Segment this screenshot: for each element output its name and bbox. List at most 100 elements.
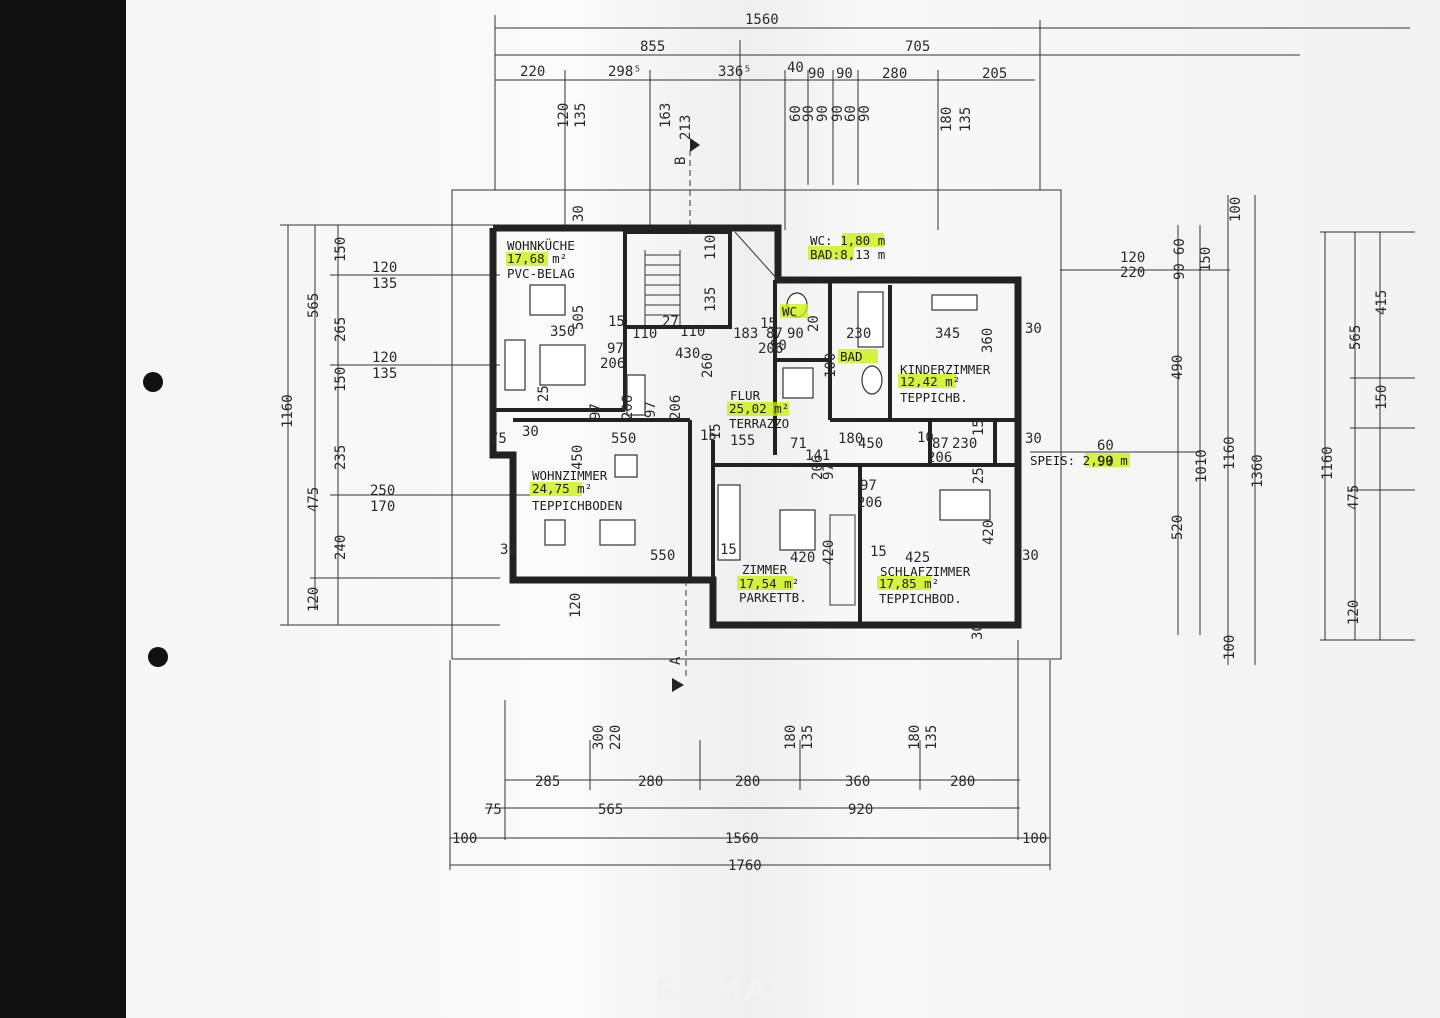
dim-interior-value: 15 — [700, 428, 717, 444]
dim-interior-value: 27 — [662, 314, 679, 330]
dim-interior-value: 30 — [1025, 321, 1042, 337]
room-flur: FLUR 25,02 m² TERRAZZO — [729, 388, 789, 431]
room-floor-wohnzimmer: TEPPICHBODEN — [532, 498, 622, 513]
area-highlights — [506, 233, 1130, 590]
dim-bottom-row3: 100 — [452, 831, 477, 847]
dim-right-vertical: 1360 — [1250, 454, 1266, 488]
dim-left-vertical: 565 — [306, 293, 322, 318]
dim-bottom-row1: 360 — [845, 774, 870, 790]
dim-interior-value: 180 — [838, 431, 863, 447]
room-floor-kinderzimmer: TEPPICHB. — [900, 390, 968, 405]
dim-right-horizontal: 90 — [1097, 454, 1114, 470]
room-name-wohnzimmer: WOHNZIMMER — [532, 468, 608, 483]
legend-speis: SPEIS: 2,99 m — [1030, 453, 1128, 468]
dimension-lines-top — [494, 15, 1410, 230]
dim-left-horizontal: 250 — [370, 483, 395, 499]
legend-wc: WC: 1,80 m — [810, 233, 885, 248]
section-marker-b: B — [673, 138, 700, 228]
dim-interior-value: 135 — [703, 287, 719, 312]
dim-interior-value: 425 — [905, 550, 930, 566]
dim-interior-value: 87 — [932, 436, 949, 452]
dim-right-horizontal: 120 — [1120, 250, 1145, 266]
dim-top-vertical: 60 — [843, 105, 859, 122]
dim-interior-value: 97 — [607, 341, 624, 357]
dim-top-row3: 90 — [808, 66, 825, 82]
room-area-zimmer: 17,54 m² — [739, 576, 799, 591]
dim-bottom-row1: 280 — [950, 774, 975, 790]
dim-interior-value: 97 — [643, 401, 659, 418]
dim-interior-value: 550 — [611, 431, 636, 447]
room-zimmer: ZIMMER 17,54 m² PARKETTB. — [739, 562, 807, 605]
dim-interior-value: 30 — [571, 205, 587, 222]
dim-bottom-row2: 75 — [485, 802, 502, 818]
dim-bottom-row3: 100 — [1022, 831, 1047, 847]
dim-bottom-row1: 285 — [535, 774, 560, 790]
dim-far-right-vertical: 120 — [1346, 600, 1362, 625]
dim-interior-value: 30 — [500, 542, 517, 558]
room-area-kinderzimmer: 12,42 m² — [900, 374, 960, 389]
dim-interior-value: 206 — [600, 356, 625, 372]
dim-interior-value: 206 — [620, 395, 636, 420]
dim-interior-value: 206 — [857, 495, 882, 511]
room-wohnzimmer: WOHNZIMMER 24,75 m² TEPPICHBODEN — [532, 468, 622, 513]
dim-interior-value: 206 — [810, 455, 826, 480]
dim-left-vertical: 475 — [306, 487, 322, 512]
staircase — [644, 231, 779, 325]
dim-left-vertical: 150 — [333, 367, 349, 392]
room-wohnkueche: WOHNKÜCHE 17,68 m² PVC-BELAG — [507, 237, 575, 281]
dim-interior-value: 550 — [650, 548, 675, 564]
dim-top-row3: 90 — [836, 66, 853, 82]
room-area-flur: 25,02 m² — [729, 401, 789, 416]
dim-bottom-row1: 280 — [735, 774, 760, 790]
dim-interior-value: 110 — [680, 324, 705, 340]
dim-far-right-vertical: 475 — [1346, 485, 1362, 510]
dim-bottom-row3: 1560 — [725, 831, 759, 847]
room-name-flur: FLUR — [730, 388, 761, 403]
dim-interior-value: 90 — [787, 326, 804, 342]
dim-interior-value: 90 — [770, 338, 787, 354]
dim-interior-value: 110 — [703, 235, 719, 260]
room-floor-flur: TERRAZZO — [729, 416, 789, 431]
dim-top-overall: 1560 — [745, 12, 779, 28]
room-floor-schlafzimmer: TEPPICHBOD. — [879, 591, 962, 606]
dim-left-horizontal: 120 — [372, 260, 397, 276]
room-kinderzimmer: KINDERZIMMER 12,42 m² TEPPICHB. — [900, 362, 991, 405]
site-boundary — [451, 189, 1062, 660]
dim-interior-value: 450 — [570, 445, 586, 470]
watermark-logo: RE/MAX — [655, 973, 792, 1008]
dim-left-vertical: 150 — [333, 237, 349, 262]
room-name-zimmer: ZIMMER — [742, 562, 788, 577]
dim-left-vertical: 265 — [333, 317, 349, 342]
dim-right-vertical: 520 — [1170, 515, 1186, 540]
section-label-a: A — [668, 656, 684, 665]
binding-strip — [0, 0, 126, 1018]
dim-top-vertical: 90 — [830, 105, 846, 122]
dim-interior-value: 183 — [733, 326, 758, 342]
dim-interior-value: 20 — [806, 315, 822, 332]
dim-interior-value: 206 — [668, 395, 684, 420]
room-area-wohnzimmer: 24,75 m² — [532, 481, 592, 496]
dim-right-vertical: 150 — [1198, 247, 1214, 272]
dim-interior-value: 15 — [708, 423, 724, 440]
dim-top-vertical: 135 — [573, 103, 589, 128]
dim-top-vertical: 90 — [857, 105, 873, 122]
dim-interior-value: 30 — [1022, 548, 1039, 564]
dim-top-row3: 220 — [520, 64, 545, 80]
room-area-wohnkueche: 17,68 m² — [507, 251, 567, 266]
dim-interior-value: 120 — [568, 593, 584, 618]
dim-interior-value: 71 — [790, 436, 807, 452]
dim-left-vertical: 240 — [333, 535, 349, 560]
section-marker-a: A — [668, 580, 687, 692]
punch-hole-top — [143, 372, 163, 392]
dim-interior-value: 230 — [846, 326, 871, 342]
dim-interior-value: 206 — [927, 450, 952, 466]
dim-interior-value: 350 — [550, 324, 575, 340]
dim-interior-value: 420 — [790, 550, 815, 566]
dim-right-vertical: 1160 — [1222, 436, 1238, 470]
dim-far-right-vertical: 1160 — [1320, 446, 1336, 480]
dim-interior-value: 141 — [805, 448, 830, 464]
dim-interior-value: 97 — [588, 403, 604, 420]
room-schlafzimmer: SCHLAFZIMMER 17,85 m² TEPPICHBOD. — [879, 564, 971, 606]
